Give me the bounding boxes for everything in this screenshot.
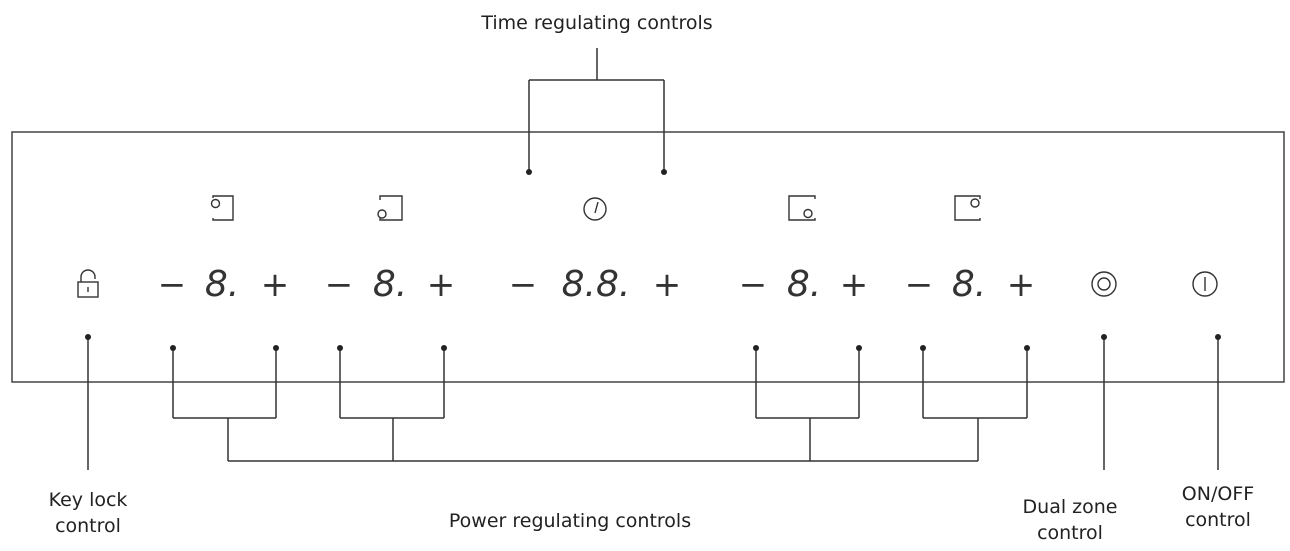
power-controls-label: Power regulating controls bbox=[448, 510, 692, 532]
onoff-label-line1: ON/OFF bbox=[1181, 483, 1255, 505]
zone4-plus-button[interactable]: + bbox=[1007, 265, 1036, 305]
keylock-label: Key lock control bbox=[48, 487, 128, 539]
leader-dots bbox=[85, 334, 1221, 351]
power-icon[interactable] bbox=[1192, 271, 1218, 297]
time-bracket bbox=[528, 48, 665, 172]
zone-bottom-left-icon bbox=[377, 195, 403, 221]
padlock-icon[interactable] bbox=[77, 269, 99, 298]
timer-minus-button[interactable]: − bbox=[509, 265, 538, 305]
power-brackets bbox=[87, 337, 1219, 470]
zone-top-right-icon bbox=[954, 195, 981, 221]
zone-bottom-right-icon bbox=[788, 195, 816, 221]
keylock-label-line2: control bbox=[55, 515, 121, 537]
zone1-display: 8. bbox=[205, 264, 239, 305]
zone3-display: 8. bbox=[787, 264, 821, 305]
keylock-label-line1: Key lock bbox=[48, 489, 128, 511]
onoff-label-line2: control bbox=[1185, 509, 1251, 531]
control-panel bbox=[11, 131, 1285, 383]
timer-display: 8.8. bbox=[562, 264, 631, 305]
timer-plus-button[interactable]: + bbox=[653, 265, 682, 305]
onoff-label: ON/OFF control bbox=[1168, 481, 1268, 533]
dualzone-label: Dual zone control bbox=[1010, 494, 1130, 546]
time-minus-dot bbox=[526, 169, 532, 175]
zone1-minus-button[interactable]: − bbox=[158, 265, 187, 305]
dualzone-label-line2: control bbox=[1037, 522, 1103, 544]
zone3-plus-button[interactable]: + bbox=[840, 265, 869, 305]
dualzone-label-line1: Dual zone bbox=[1022, 496, 1118, 518]
time-plus-dot bbox=[661, 169, 667, 175]
zone3-minus-button[interactable]: − bbox=[739, 265, 768, 305]
time-controls-label: Time regulating controls bbox=[481, 12, 713, 34]
timer-clock-icon bbox=[583, 197, 607, 221]
zone2-plus-button[interactable]: + bbox=[427, 265, 456, 305]
zone2-display: 8. bbox=[373, 264, 407, 305]
zone-top-left-icon bbox=[210, 195, 234, 221]
zone1-plus-button[interactable]: + bbox=[261, 265, 290, 305]
zone4-display: 8. bbox=[952, 264, 986, 305]
zone2-minus-button[interactable]: − bbox=[325, 265, 354, 305]
dual-zone-icon[interactable] bbox=[1091, 271, 1117, 297]
zone4-minus-button[interactable]: − bbox=[905, 265, 934, 305]
